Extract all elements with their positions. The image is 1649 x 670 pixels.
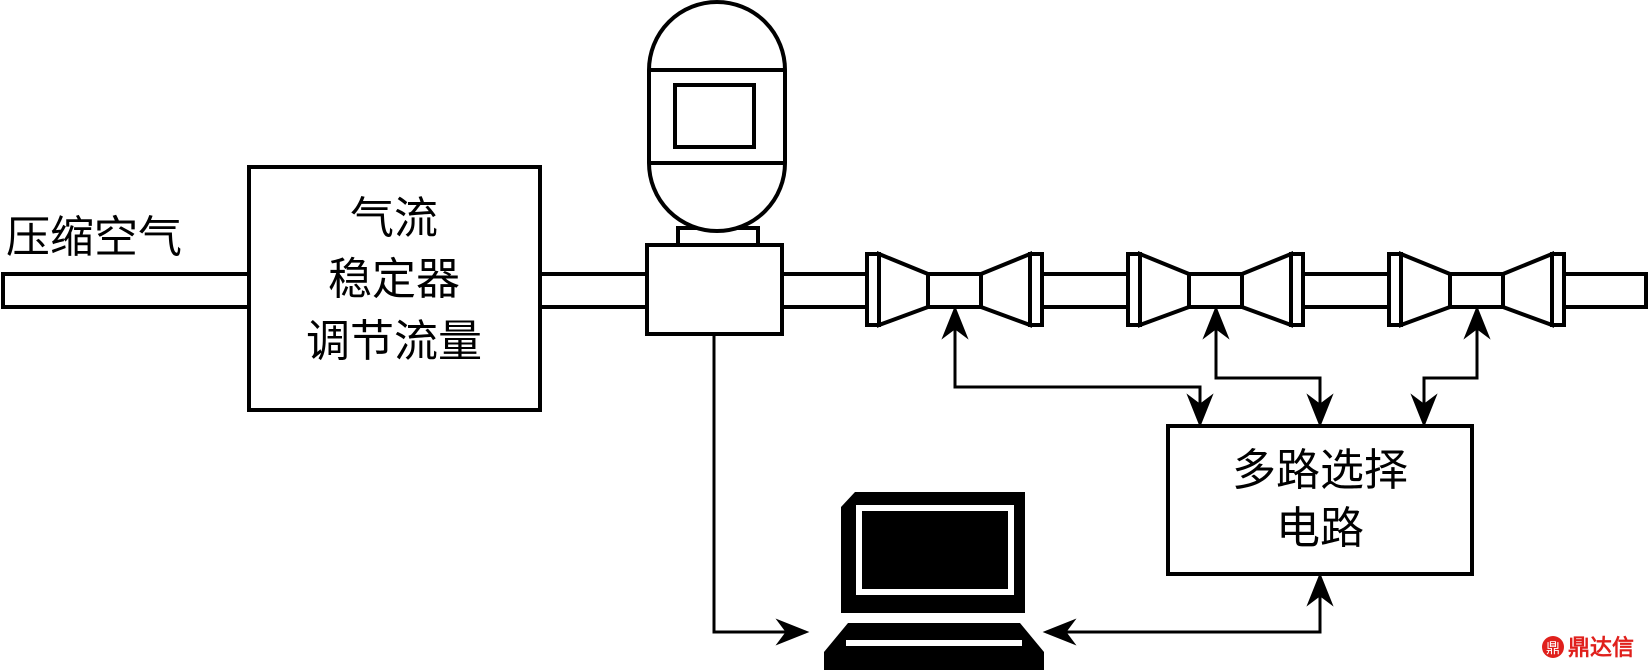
venturi-flange-right: [1550, 252, 1566, 327]
watermark: 鼎 鼎达信: [1542, 635, 1634, 661]
signal-lines: [712, 305, 1491, 646]
stabilizer-label-line-3: 调节流量: [306, 316, 482, 367]
stabilizer-label-line-1: 气流: [350, 193, 438, 244]
reference-flowmeter: [645, 0, 787, 336]
flowmeter-to-computer-line: [712, 334, 810, 646]
pipe-segment-5: [1301, 272, 1391, 309]
computer: [824, 492, 1044, 670]
venturi-flange-right: [1028, 252, 1044, 327]
input-label: 压缩空气: [6, 212, 182, 263]
venturi-converging-cone: [1399, 251, 1452, 328]
flowmeter-display: [673, 83, 756, 149]
mux-label-line-2: 电路: [1276, 503, 1364, 554]
venturi-throat: [926, 272, 983, 309]
venturi1-mux-line: [941, 305, 1214, 428]
venturi-converging-cone: [1138, 251, 1191, 328]
venturi-diverging-cone: [1501, 251, 1554, 328]
venturi-throat: [1448, 272, 1505, 309]
venturi-diverging-cone: [979, 251, 1032, 328]
flowmeter-body: [645, 243, 784, 336]
pipe-outlet: [1561, 272, 1648, 309]
watermark-text: 鼎达信: [1568, 635, 1634, 661]
stabilizer-box: [247, 165, 542, 412]
computer-keyboard-slot: [846, 640, 1022, 646]
main-pipe: [1, 272, 1648, 309]
computer-mux-line: [1042, 572, 1334, 646]
pipe-segment-3: [780, 272, 869, 309]
pipe-segment-2: [538, 272, 649, 309]
flow-stabilizer: 气流 稳定器 调节流量: [247, 165, 542, 412]
venturi3-mux-line: [1410, 305, 1491, 428]
pipe-segment-4: [1040, 272, 1130, 309]
computer-keyboard: [824, 623, 1044, 670]
computer-screen-inner: [862, 511, 1008, 589]
venturi-diverging-cone: [1240, 251, 1293, 328]
pipe-inlet: [1, 272, 251, 309]
venturi-throat: [1187, 272, 1244, 309]
watermark-logo-icon: [1542, 636, 1564, 658]
venturi-converging-cone: [877, 251, 930, 328]
watermark-logo-glyph: 鼎: [1546, 641, 1560, 657]
venturi2-mux-line: [1202, 305, 1334, 428]
mux-circuit: 多路选择 电路: [1166, 424, 1474, 576]
stabilizer-label-line-2: 稳定器: [328, 254, 460, 305]
venturi-flange-right: [1289, 252, 1305, 327]
mux-label-line-1: 多路选择: [1232, 445, 1408, 496]
